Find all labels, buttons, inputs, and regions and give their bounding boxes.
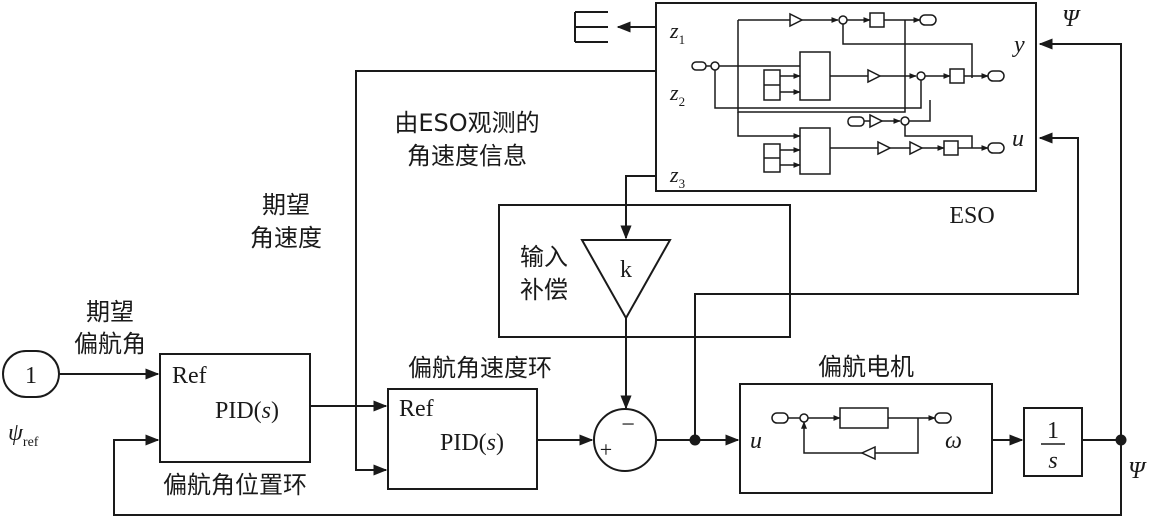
reference-input-block: 1 xyxy=(2,350,60,398)
psi-output-label: Ψ xyxy=(1128,458,1147,484)
input-compensation-label-1: 输入 xyxy=(520,243,568,271)
integrator-block: 1 s xyxy=(1023,407,1083,477)
eso-port-z2: z2 xyxy=(669,80,685,109)
yaw-motor-label: 偏航电机 xyxy=(818,353,914,381)
eso-port-y: y xyxy=(1012,32,1025,58)
z1-terminator xyxy=(574,11,608,43)
yaw-rate-loop-label: 偏航角速度环 xyxy=(408,354,552,382)
yaw-motor-block: u ω xyxy=(739,383,993,494)
desired-yaw-label-2: 偏航角 xyxy=(74,330,146,358)
psi-ref-symbol: ψref xyxy=(8,420,39,450)
gain-k-label: k xyxy=(620,257,632,283)
sum-plus: + xyxy=(600,437,612,462)
input-compensation-label-2: 补偿 xyxy=(520,276,568,304)
integrator-denominator: s xyxy=(1048,448,1057,474)
position-pid-label: PID(s) xyxy=(215,398,279,424)
position-pid-ref-port: Ref xyxy=(172,363,207,389)
rate-pid-label: PID(s) xyxy=(440,430,504,456)
eso-label: ESO xyxy=(949,203,994,229)
gain-k-triangle xyxy=(580,239,672,321)
yaw-position-loop-label: 偏航角位置环 xyxy=(163,471,307,499)
rate-pid-ref-port: Ref xyxy=(399,396,434,422)
eso-port-z3: z3 xyxy=(669,162,685,191)
wire-psi-to-eso xyxy=(1038,38,1122,440)
motor-input-u: u xyxy=(750,428,762,454)
eso-port-u: u xyxy=(1012,126,1024,152)
eso-observed-label-1: 由ESO观测的 xyxy=(394,109,539,137)
psi-top-label: Ψ xyxy=(1062,6,1081,32)
eso-block: z1 z2 z3 y u xyxy=(655,2,1037,192)
wire-u-to-eso xyxy=(694,132,1079,440)
integrator-numerator: 1 xyxy=(1047,418,1059,444)
rate-pid-block: Ref PID(s) xyxy=(387,388,538,490)
sum-minus: − xyxy=(621,412,635,438)
motor-output-omega: ω xyxy=(945,428,962,454)
wire-z2-feedback xyxy=(355,70,656,476)
reference-value: 1 xyxy=(25,363,37,389)
eso-port-z1: z1 xyxy=(669,18,685,47)
eso-observed-label-2: 角速度信息 xyxy=(407,142,527,170)
eso-internal-schematic xyxy=(691,12,1005,175)
input-compensation-box: 输入 补偿 k xyxy=(498,204,791,338)
sum-junction: + − xyxy=(593,408,657,472)
position-pid-block: Ref PID(s) xyxy=(159,353,311,463)
desired-yaw-label-1: 期望 xyxy=(86,298,134,326)
desired-rate-label-1: 期望 xyxy=(262,191,310,219)
wire-z3-to-gain xyxy=(620,175,656,240)
desired-rate-label-2: 角速度 xyxy=(250,224,322,252)
wire-psi-feedback xyxy=(113,434,1122,516)
